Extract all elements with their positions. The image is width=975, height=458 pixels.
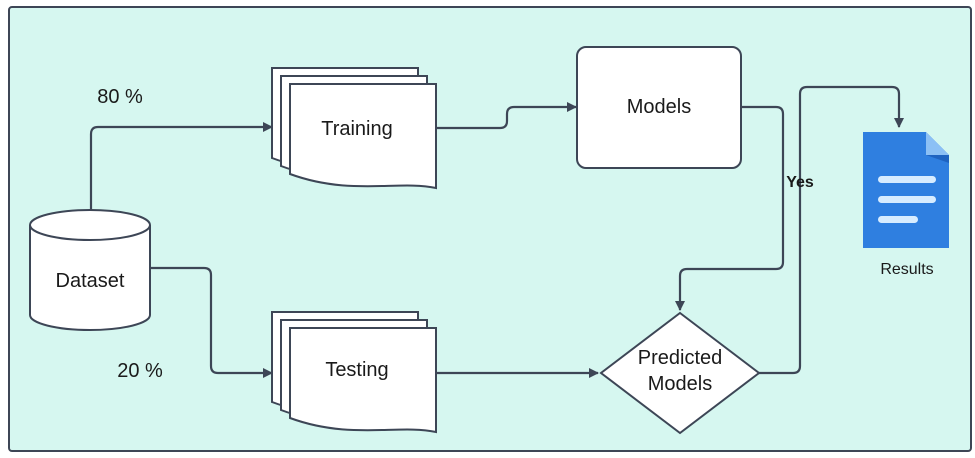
document-icon	[863, 132, 949, 248]
results-label: Results	[880, 261, 933, 278]
predicted-models-node: Predicted Models	[599, 311, 761, 435]
training-label: Training	[321, 118, 393, 140]
edge-dataset-to-training	[89, 122, 273, 210]
predicted-label-line2: Models	[648, 373, 712, 395]
predicted-diamond	[599, 311, 761, 435]
dataset-node: Dataset	[29, 209, 151, 331]
test-split-label: 20 %	[117, 360, 163, 382]
testing-doc-front	[289, 327, 437, 434]
edge-dataset-to-testing	[150, 266, 273, 378]
edge-predicted-to-results	[759, 85, 904, 375]
models-label: Models	[627, 96, 691, 118]
results-node: Results	[863, 132, 949, 278]
dataset-label: Dataset	[56, 270, 125, 292]
testing-node: Testing	[271, 311, 437, 434]
dataset-cylinder-body	[29, 225, 151, 331]
predicted-label-line1: Predicted	[638, 347, 723, 369]
edge-models-to-predicted	[675, 105, 785, 311]
training-doc-front	[289, 83, 437, 190]
edge-training-to-models	[436, 102, 577, 130]
dataset-cylinder-top	[29, 209, 151, 241]
testing-label: Testing	[325, 359, 388, 381]
connectors	[89, 85, 904, 378]
models-box	[576, 46, 742, 169]
diagram-background	[8, 6, 972, 452]
train-split-label: 80 %	[97, 86, 143, 108]
decision-yes-label: Yes	[786, 174, 814, 191]
models-node: Models	[576, 46, 742, 169]
training-node: Training	[271, 67, 437, 190]
